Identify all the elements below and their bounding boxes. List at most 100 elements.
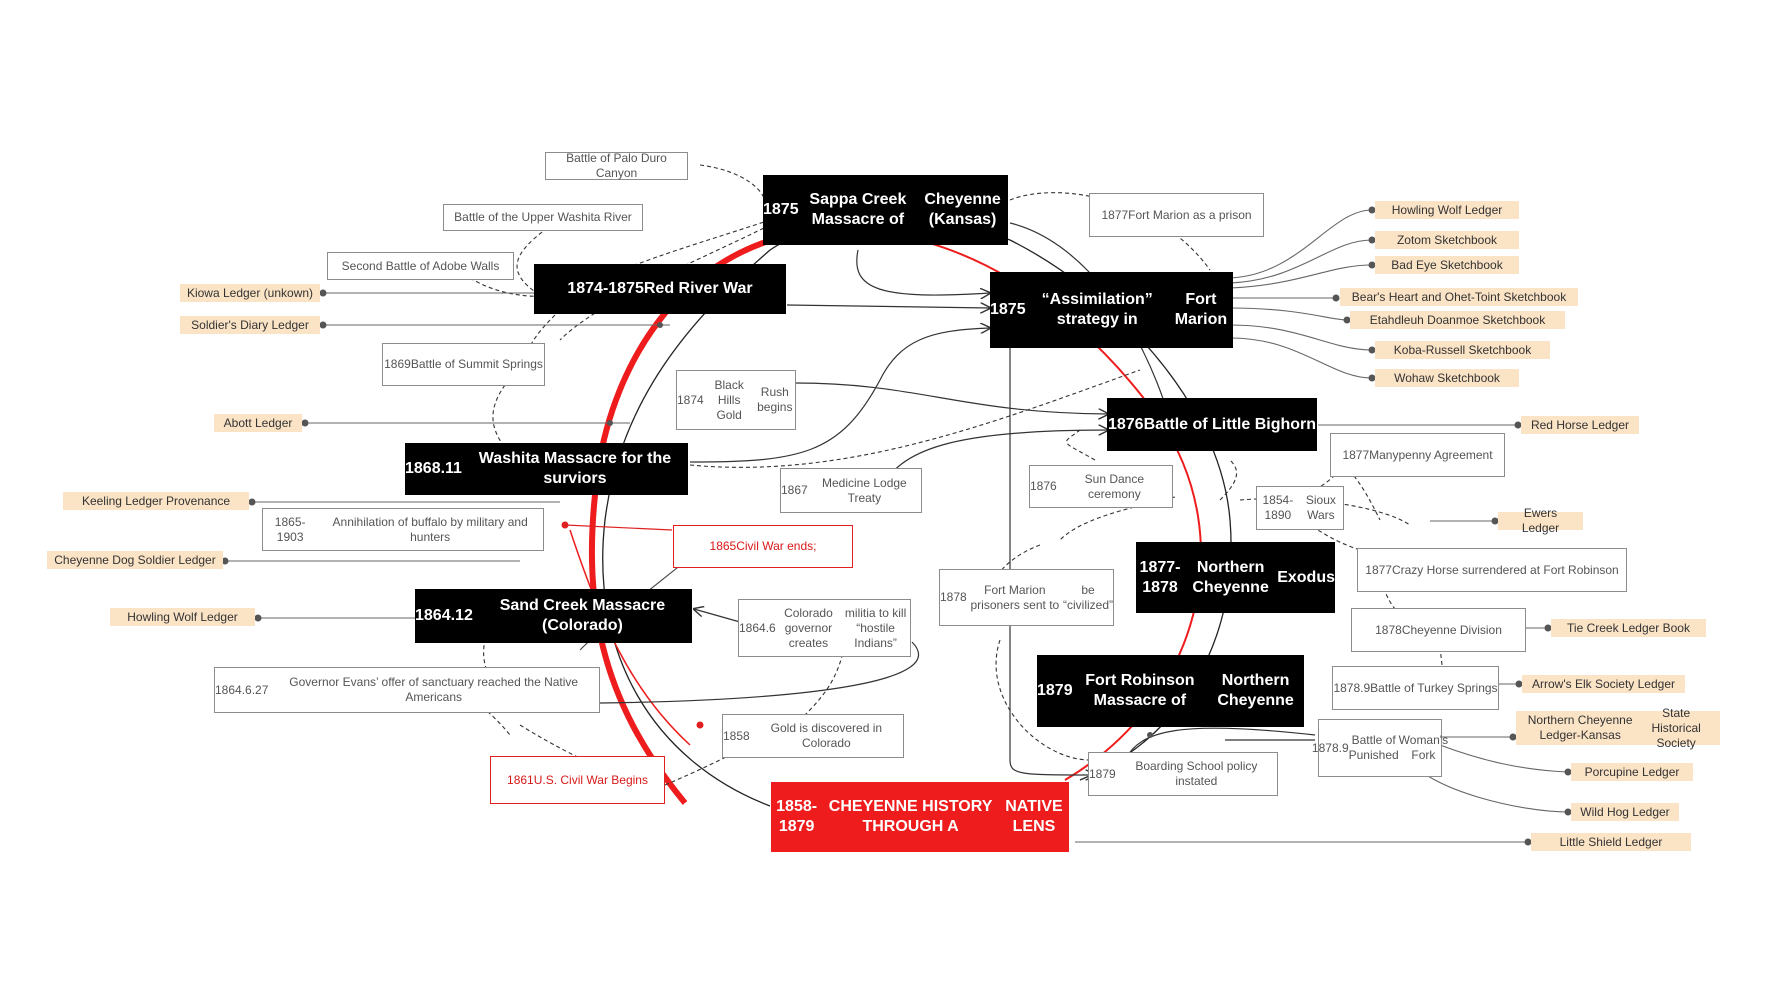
event-boarding-school[interactable]: 1879 Boarding School policy instated [1088, 752, 1278, 796]
ledger-little-shield[interactable]: Little Shield Ledger [1531, 833, 1691, 851]
event-label: Battle of Summit Springs [410, 357, 543, 371]
central-topic-title-line1: CHEYENNE HISTORY THROUGH A [828, 798, 993, 835]
ledger-label: Koba-Russell Sketchbook [1393, 342, 1532, 357]
event-label: Gold is discovered in Colorado [770, 721, 883, 750]
ledger-label: Abott Ledger [223, 415, 293, 430]
ledger-label: Tie Creek Ledger Book [1567, 620, 1690, 635]
node-title: Fort Robinson Massacre of [1085, 672, 1195, 709]
event-crazy-horse-surrender[interactable]: 1877 Crazy Horse surrendered at Fort Rob… [1357, 548, 1627, 592]
event-label: Fort Marion as a prison [1128, 207, 1252, 222]
event-upper-washita[interactable]: Battle of the Upper Washita River [443, 204, 643, 231]
ledger-label: Little Shield Ledger [1559, 834, 1663, 849]
event-label: U.S. Civil War Begins [533, 772, 648, 787]
event-year: 1865-1903 [274, 514, 306, 544]
main-node-exodus[interactable]: 1877-1878 Northern Cheyenne Exodus [1136, 542, 1335, 613]
event-label: Boarding School policy instated [1135, 759, 1258, 788]
event-cheyenne-division[interactable]: 1878 Cheyenne Division [1351, 608, 1526, 652]
event-label: Colorado governor creates [784, 605, 833, 650]
ledger-northern-cheyenne-kansas[interactable]: Northern Cheyenne Ledger-Kansas State Hi… [1516, 706, 1720, 750]
ledger-tie-creek[interactable]: Tie Creek Ledger Book [1551, 619, 1706, 637]
ledger-soldiers-diary[interactable]: Soldier's Diary Ledger [180, 316, 320, 334]
event-fort-marion-prison[interactable]: 1877 Fort Marion as a prison [1089, 193, 1264, 237]
event-label: Battle of Punished [1348, 733, 1399, 762]
ledger-howling-wolf-right[interactable]: Howling Wolf Ledger [1375, 201, 1519, 219]
event-manypenny-agreement[interactable]: 1877 Manypenny Agreement [1330, 433, 1505, 477]
event-label: Governor Evans’ offer of sanctuary reach… [289, 675, 579, 704]
event-turkey-springs[interactable]: 1878.9 Battle of Turkey Springs [1332, 666, 1499, 710]
sketchbook-koba-russell[interactable]: Koba-Russell Sketchbook [1375, 341, 1550, 359]
ledger-label: Soldier's Diary Ledger [191, 317, 309, 332]
main-node-red-river-war[interactable]: 1874-1875 Red River War [534, 264, 786, 314]
sketchbook-bears-heart[interactable]: Bear's Heart and Ohet-Toint Sketchbook [1340, 288, 1578, 306]
ledger-howling-wolf-left[interactable]: Howling Wolf Ledger [110, 608, 255, 626]
central-topic-node[interactable]: 1858-1879 CHEYENNE HISTORY THROUGH A NAT… [771, 782, 1069, 852]
event-punished-womans-fork[interactable]: 1878.9 Battle of Punished Woman's Fork [1312, 719, 1448, 777]
node-year: 1874-1875 [567, 280, 644, 297]
sketchbook-zotom[interactable]: Zotom Sketchbook [1375, 231, 1519, 249]
central-topic-years: 1858-1879 [776, 798, 818, 835]
event-black-hills-gold[interactable]: 1874 Black Hills Gold Rush begins [676, 370, 796, 430]
event-year: 1858 [723, 728, 750, 743]
ledger-label: Bad Eye Sketchbook [1391, 257, 1503, 272]
event-gold-discovered[interactable]: 1858 Gold is discovered in Colorado [722, 714, 904, 758]
ledger-label: Porcupine Ledger [1584, 764, 1680, 779]
event-year: 1861 [507, 772, 534, 787]
ledger-red-horse[interactable]: Red Horse Ledger [1521, 416, 1639, 434]
event-adobe-walls[interactable]: Second Battle of Adobe Walls [327, 252, 514, 280]
sketchbook-wohaw[interactable]: Wohaw Sketchbook [1375, 369, 1519, 387]
event-summit-springs[interactable]: 1869 Battle of Summit Springs [382, 343, 545, 386]
event-label: Battle of Palo Duro Canyon [566, 151, 667, 180]
event-evans-sanctuary[interactable]: 1864.6.27 Governor Evans’ offer of sanct… [214, 667, 600, 713]
event-year: 1877 [1101, 207, 1129, 222]
ledger-label: Red Horse Ledger [1530, 417, 1630, 432]
ledger-kiowa[interactable]: Kiowa Ledger (unkown) [180, 284, 320, 302]
event-label: Annihilation of buffalo by military and … [332, 514, 528, 544]
event-year: 1878 [940, 590, 967, 604]
ledger-label: Bear's Heart and Ohet-Toint Sketchbook [1351, 289, 1567, 304]
ledger-label: Arrow's Elk Society Ledger [1531, 676, 1675, 691]
event-civil-war-begins[interactable]: 1861 U.S. Civil War Begins [490, 756, 665, 804]
event-sun-dance[interactable]: 1876 Sun Dance ceremony [1029, 465, 1173, 508]
node-year: 1864.12 [415, 607, 473, 624]
event-label: Sioux Wars [1305, 493, 1336, 522]
main-node-sappa-creek[interactable]: 1875 Sappa Creek Massacre of Cheyenne (K… [763, 175, 1008, 245]
event-year: 1877 [1365, 562, 1392, 577]
event-medicine-lodge[interactable]: 1867 Medicine Lodge Treaty [780, 468, 922, 513]
node-title: “Assimilation” strategy in [1041, 291, 1153, 328]
event-palo-duro[interactable]: Battle of Palo Duro Canyon [545, 151, 688, 180]
event-label: be “civilized” [1063, 582, 1114, 612]
event-year: 1854-1890 [1262, 493, 1294, 522]
main-node-assimilation[interactable]: 1875 “Assimilation” strategy in Fort Mar… [990, 272, 1233, 348]
event-sioux-wars[interactable]: 1854-1890 Sioux Wars [1256, 486, 1344, 530]
event-prisoners-civilized[interactable]: 1878 Fort Marion prisoners sent to be “c… [939, 569, 1114, 626]
main-node-sand-creek[interactable]: 1864.12 Sand Creek Massacre (Colorado) [415, 589, 692, 643]
ledger-abott[interactable]: Abott Ledger [214, 414, 302, 432]
event-label: Civil War ends; [736, 539, 817, 553]
main-node-little-bighorn[interactable]: 1876 Battle of Little Bighorn [1107, 398, 1317, 451]
main-node-fort-robinson[interactable]: 1879 Fort Robinson Massacre of Northern … [1037, 655, 1304, 727]
ledger-arrows-elk[interactable]: Arrow's Elk Society Ledger [1522, 675, 1685, 693]
event-year: 1869 [384, 357, 411, 371]
event-civil-war-ends[interactable]: 1865 Civil War ends; [673, 525, 853, 568]
event-year: 1864.6.27 [215, 682, 269, 697]
ledger-label: Wohaw Sketchbook [1394, 370, 1500, 385]
ledger-ewers[interactable]: Ewers Ledger [1498, 506, 1583, 535]
node-year: 1875 [990, 301, 1026, 318]
ledger-label: State Historical Society [1651, 705, 1701, 750]
event-label: Medicine Lodge Treaty [821, 475, 907, 505]
main-node-washita[interactable]: 1868.11 Washita Massacre for the survior… [405, 443, 688, 495]
node-title: Sand Creek Massacre (Colorado) [499, 597, 666, 634]
event-label: Battle of Turkey Springs [1370, 680, 1498, 695]
sketchbook-bad-eye[interactable]: Bad Eye Sketchbook [1375, 256, 1519, 274]
event-label: militia to kill “hostile Indians” [844, 605, 907, 650]
ledger-label: Howling Wolf Ledger [127, 609, 238, 624]
sketchbook-etahdleuh[interactable]: Etahdleuh Doanmoe Sketchbook [1350, 311, 1565, 329]
ledger-porcupine[interactable]: Porcupine Ledger [1571, 763, 1693, 781]
event-colorado-governor-militia[interactable]: 1864.6 Colorado governor creates militia… [738, 599, 911, 657]
ledger-label: Kiowa Ledger (unkown) [186, 285, 314, 300]
event-buffalo-annihilation[interactable]: 1865-1903 Annihilation of buffalo by mil… [262, 508, 544, 551]
ledger-keeling[interactable]: Keeling Ledger Provenance [63, 492, 249, 510]
central-topic-title-line2: NATIVE LENS [1005, 798, 1063, 835]
ledger-wild-hog[interactable]: Wild Hog Ledger [1571, 803, 1679, 821]
ledger-dog-soldier[interactable]: Cheyenne Dog Soldier Ledger [47, 551, 223, 569]
